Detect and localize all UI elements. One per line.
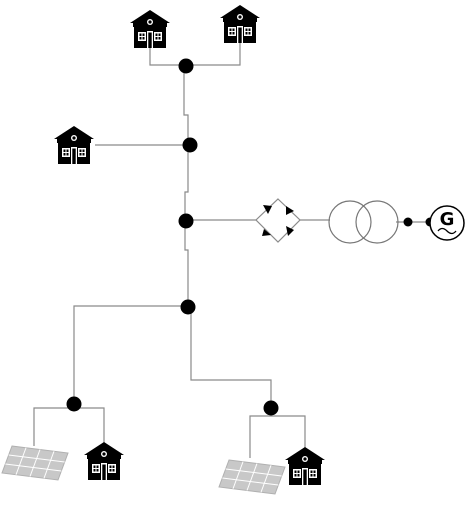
house-icon (83, 441, 125, 481)
wire-top-right-house (186, 42, 241, 66)
rectifier-bridge (255, 198, 301, 243)
transformer (328, 200, 399, 244)
wire-trunk-2 (184, 145, 189, 221)
connection-dot (403, 217, 413, 227)
house-icon (53, 125, 95, 165)
generator-label: G (440, 209, 455, 230)
bus-node (263, 400, 279, 416)
solar-panel-icon (1, 445, 69, 481)
wire-trunk-1 (183, 65, 189, 145)
house-icon (284, 446, 326, 486)
wire-bl-split (33, 407, 105, 446)
bus-node (180, 299, 196, 315)
bus-node (178, 58, 194, 74)
wire-left-branch (73, 305, 188, 404)
wire-top-left-house (149, 46, 186, 66)
bus-nodes (66, 58, 279, 416)
wire-br-split (249, 415, 306, 458)
wire-trunk-3 (184, 220, 189, 307)
solar-panel-icon (218, 459, 286, 495)
generator-symbol: G (429, 205, 465, 241)
house-icon (219, 4, 261, 44)
wire-right-branch (188, 305, 272, 408)
bus-node (182, 137, 198, 153)
house-icon (129, 9, 171, 49)
wires (33, 42, 430, 458)
bus-node (178, 213, 194, 229)
bus-node (66, 396, 82, 412)
